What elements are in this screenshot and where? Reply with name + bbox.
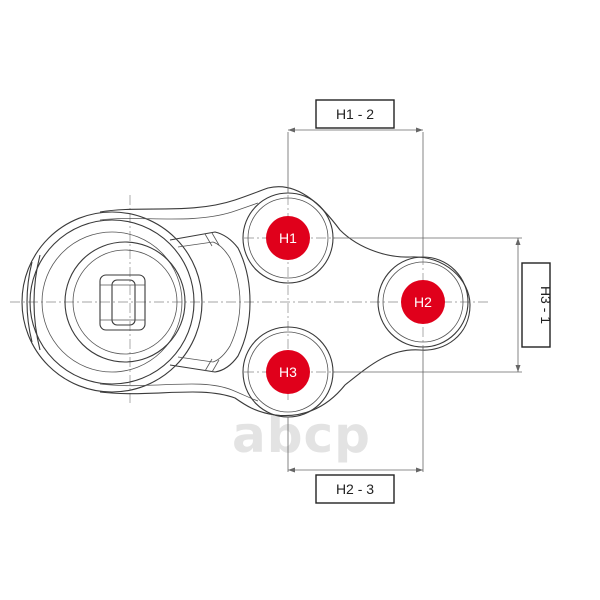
hole-h2-label: H2: [414, 294, 432, 310]
dimension-h2-h3: H2 - 3: [287, 347, 424, 504]
hole-h1-label: H1: [279, 230, 297, 246]
hole-h2-marker: H2: [401, 280, 445, 324]
hole-h1-marker: H1: [266, 216, 310, 260]
dimension-h1-h2: H1 - 2: [287, 99, 424, 257]
ball-stud: [99, 274, 146, 331]
dimension-h1-h2-box: [315, 99, 395, 129]
hole-h1-dot: [266, 216, 310, 260]
dimension-h2-h3-label: H2 - 3: [336, 481, 374, 497]
hole-h3-label: H3: [279, 364, 297, 380]
hole-h2-dot: [401, 280, 445, 324]
ball-housing: [21, 211, 203, 393]
dimension-h3-h1-label: H3 - 1: [538, 286, 554, 324]
watermark-logo: abcp: [232, 406, 371, 464]
hole-h3-dot: [266, 350, 310, 394]
control-arm-body: [99, 186, 471, 417]
hole-h3-marker: H3: [266, 350, 310, 394]
dimension-h3-h1: H3 - 1: [333, 237, 554, 373]
watermark-text: abcp: [232, 406, 371, 464]
dimension-h1-h2-label: H1 - 2: [336, 106, 374, 122]
dimension-h2-h3-box: [315, 474, 395, 504]
dimension-h3-h1-box: [521, 262, 551, 348]
